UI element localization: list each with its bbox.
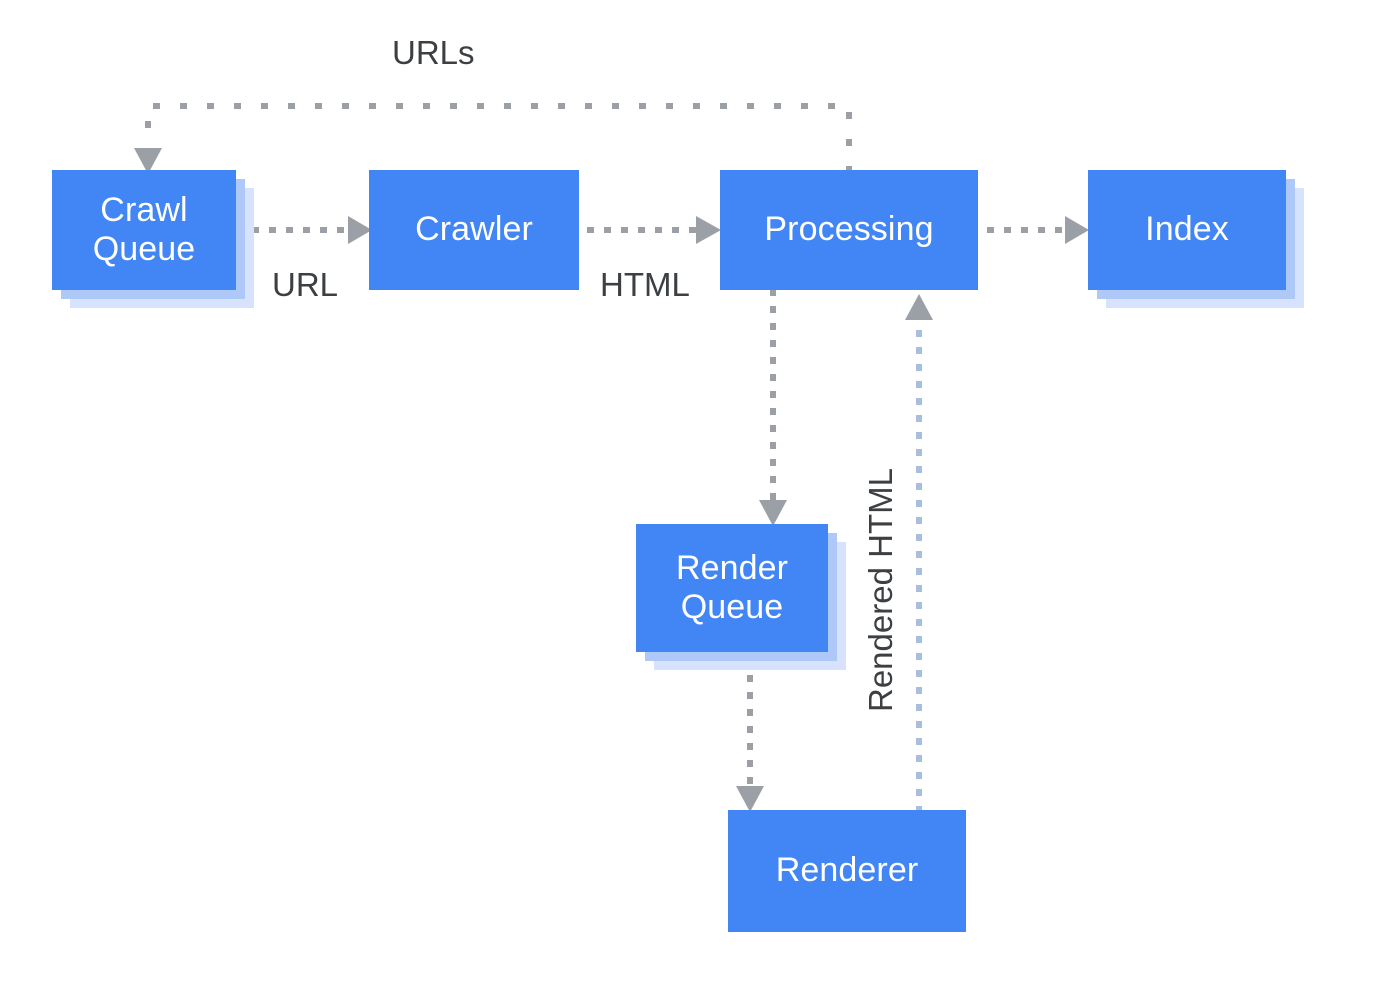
edge-processing-render-queue (759, 289, 787, 526)
edge-label-url: URL (272, 266, 339, 303)
edge-renderer-processing (905, 294, 933, 813)
edge-label-urls: URLs (392, 34, 475, 71)
node-renderer[interactable]: Renderer (728, 810, 966, 932)
index-label: Index (1145, 210, 1229, 249)
renderer-face: Renderer (728, 810, 966, 932)
node-crawl-queue[interactable]: Crawl Queue (52, 170, 254, 308)
node-processing[interactable]: Processing (720, 170, 978, 290)
edge-processing-index (987, 216, 1089, 244)
node-crawler[interactable]: Crawler (369, 170, 579, 290)
crawler-label: Crawler (415, 210, 533, 249)
crawler-face: Crawler (369, 170, 579, 290)
render-queue-label-line2: Queue (680, 588, 784, 626)
render-queue-face: Render Queue (636, 524, 828, 652)
crawl-queue-label-line1: Crawl (100, 190, 188, 229)
crawl-queue-face: Crawl Queue (52, 170, 236, 290)
renderer-label: Renderer (775, 851, 919, 890)
processing-face: Processing (720, 170, 978, 290)
edge-render-queue-renderer (736, 675, 764, 812)
edge-crawler-processing (587, 216, 721, 244)
node-index[interactable]: Index (1088, 170, 1304, 308)
index-face: Index (1088, 170, 1286, 290)
edge-label-html: HTML (600, 266, 690, 303)
processing-label: Processing (764, 210, 934, 249)
edge-urls-loop (134, 103, 852, 174)
crawl-queue-label-line2: Queue (92, 230, 196, 268)
render-queue-label-line1: Render (675, 548, 789, 587)
node-render-queue[interactable]: Render Queue (636, 524, 846, 670)
edge-crawlqueue-crawler (252, 216, 372, 244)
edge-label-rendered-html: Rendered HTML (862, 468, 899, 712)
